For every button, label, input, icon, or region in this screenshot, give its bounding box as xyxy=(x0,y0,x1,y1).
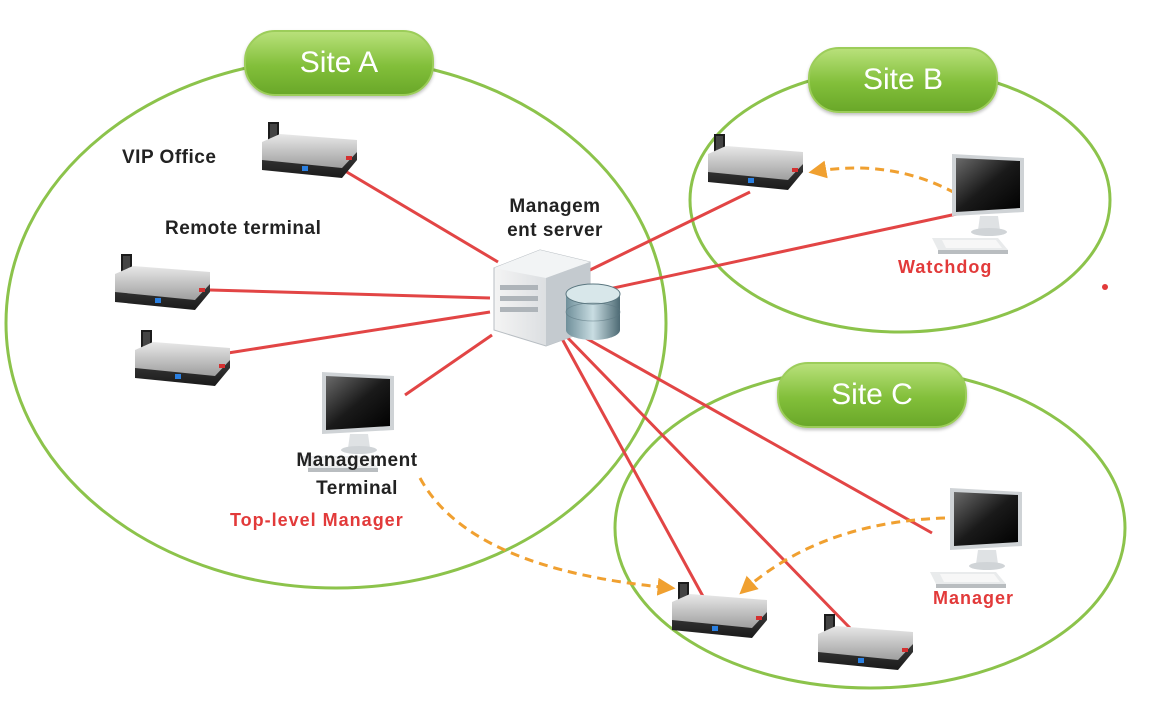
link-site-c-router-1 xyxy=(558,334,707,601)
vip-office-label: VIP Office xyxy=(122,147,217,168)
remote-terminal-router-icon-2 xyxy=(135,330,230,386)
watchdog-label: Watchdog xyxy=(898,257,993,277)
manager-label: Manager xyxy=(933,588,1015,608)
remote-terminal-router-icon-1 xyxy=(115,254,210,310)
link-site-b-router xyxy=(589,190,751,272)
vip-office-router-icon xyxy=(262,122,357,178)
connection-lines xyxy=(209,163,976,630)
site-c-label: Site C xyxy=(777,362,967,428)
site-c-manager-computer-icon xyxy=(930,488,1022,588)
stray-dot xyxy=(1102,284,1108,290)
top-level-manager-label: Top-level Manager xyxy=(230,510,404,530)
arrow-top-level-manager-to-site-c xyxy=(418,477,676,596)
management-server-label-line-1: Managem xyxy=(509,196,601,217)
watchdog-computer-icon xyxy=(932,154,1024,254)
arrow-manager-to-site-c-router xyxy=(739,516,946,595)
database-icon xyxy=(565,283,621,340)
management-server-label-line-2: ent server xyxy=(507,220,603,241)
site-c-router-icon-2 xyxy=(818,614,913,670)
management-terminal-label-line-1: Management xyxy=(296,450,418,471)
site-a-label: Site A xyxy=(244,30,434,96)
site-b-label: Site B xyxy=(808,47,998,113)
management-arrows xyxy=(418,160,956,596)
link-remote-terminal-2 xyxy=(227,310,491,355)
site-b-router-icon xyxy=(708,134,803,190)
link-management-terminal xyxy=(404,333,493,397)
arrow-watchdog-to-site-b-router xyxy=(808,160,956,195)
link-vip-office xyxy=(334,163,499,264)
remote-terminal-label: Remote terminal xyxy=(165,218,322,239)
link-site-c-manager xyxy=(574,330,933,535)
link-site-c-router-2 xyxy=(563,333,852,630)
link-watchdog xyxy=(594,208,976,294)
site-c-router-icon-1 xyxy=(672,582,767,638)
management-terminal-label-line-2: Terminal xyxy=(316,478,398,499)
link-remote-terminal-1 xyxy=(209,288,491,300)
